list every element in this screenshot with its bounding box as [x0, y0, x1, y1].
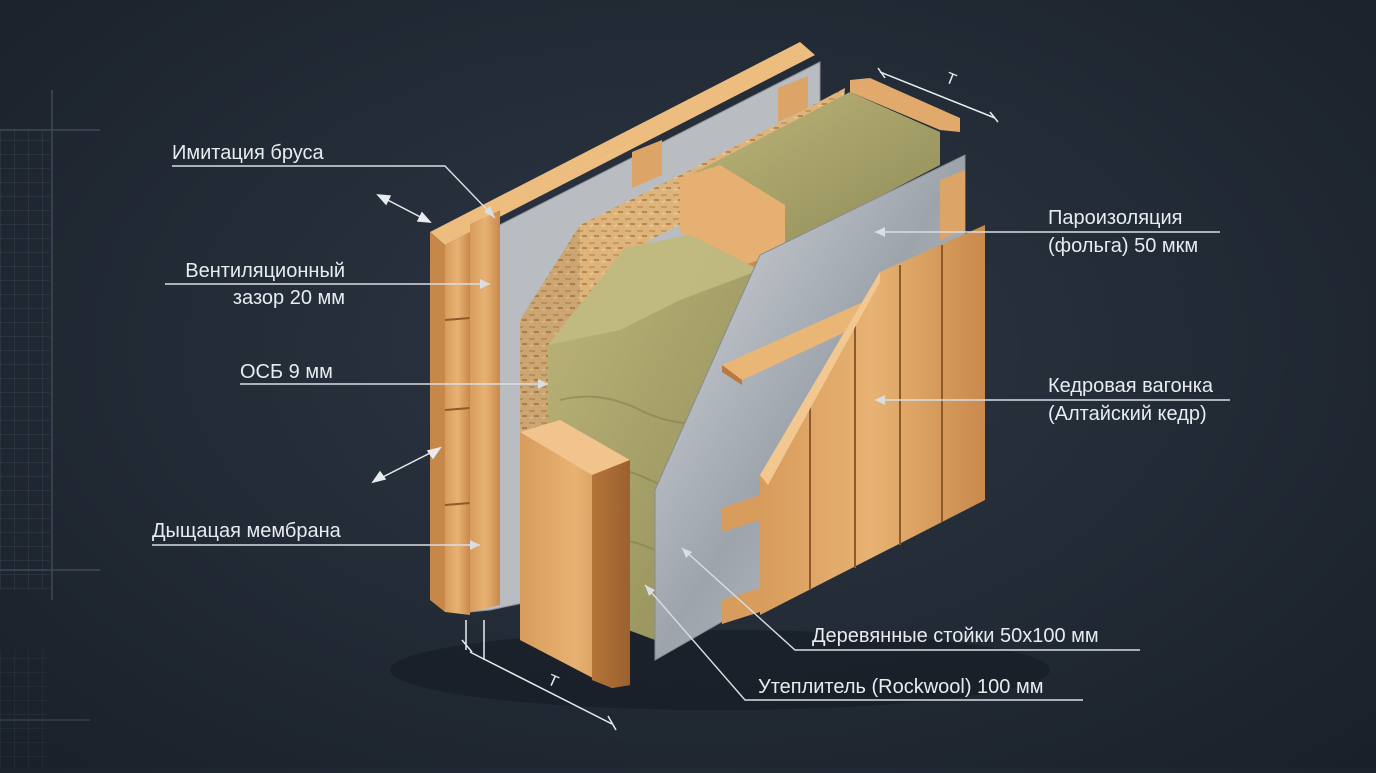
- front-stud: [520, 420, 630, 688]
- label-cedar-line2: (Алтайский кедр): [1048, 403, 1207, 425]
- leader-arrowheads: [470, 206, 885, 596]
- label-osb: ОСБ 9 мм: [240, 361, 333, 383]
- label-vapor-line2: (фольга) 50 мкм: [1048, 235, 1199, 257]
- label-studs: Деревянные стойки 50x100 мм: [812, 625, 1099, 647]
- label-cedar-line1: Кедровая вагонка: [1048, 375, 1214, 397]
- leader-lines: [152, 165, 1230, 701]
- label-imitation-timber: Имитация бруса: [172, 142, 324, 164]
- cedar-lining: [760, 225, 985, 615]
- imitation-timber-layer: [430, 42, 815, 615]
- label-vent-gap-line1: Вентиляционный: [185, 260, 345, 282]
- label-membrane: Дыщацая мембрана: [152, 520, 341, 542]
- label-insulation: Утеплитель (Rockwool) 100 мм: [758, 676, 1044, 698]
- vent-battens: [470, 76, 808, 612]
- blueprint-background: [0, 90, 100, 768]
- label-vapor-line1: Пароизоляция: [1048, 207, 1183, 229]
- dimension-lines: [371, 67, 999, 731]
- label-vent-gap-line2: зазор 20 мм: [232, 287, 345, 309]
